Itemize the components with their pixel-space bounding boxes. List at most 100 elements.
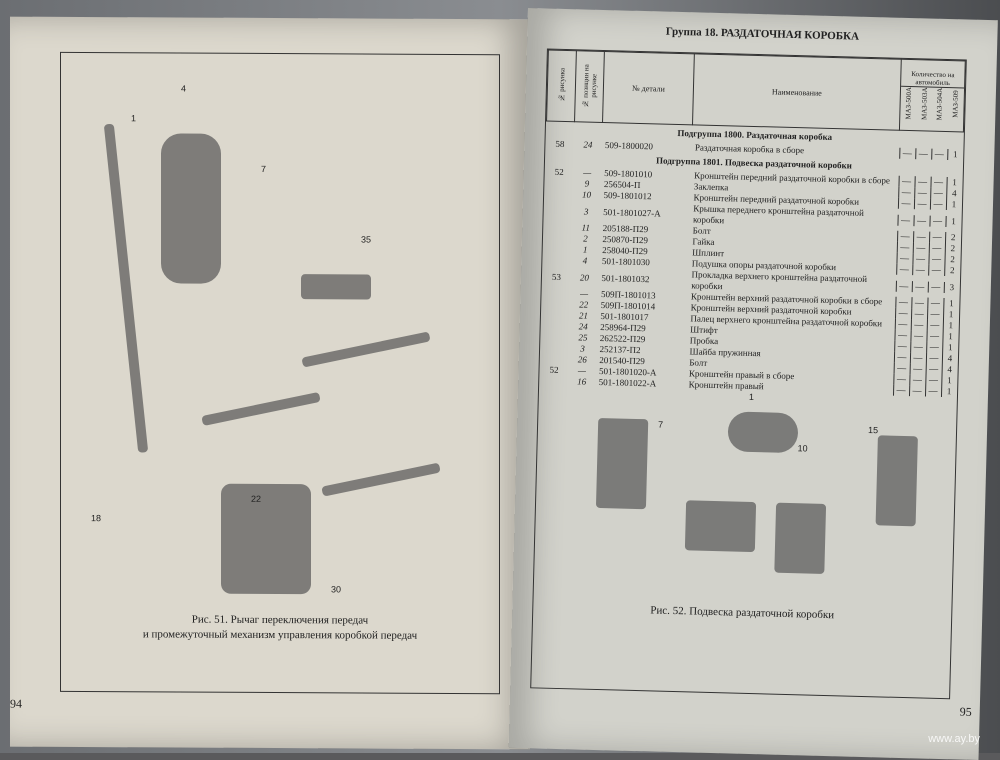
quantity: 4: [941, 363, 958, 376]
position-number: 9: [584, 178, 590, 189]
left-page: 1 4 7 35 22 18 30 Рис. 51. Рычаг переклю…: [10, 16, 530, 750]
quantity: —: [924, 374, 942, 386]
fig-number: [542, 298, 570, 310]
position-number: 3: [580, 343, 585, 354]
position-number: 2: [583, 233, 588, 244]
right-page: Группа 18. РАЗДАТОЧНАЯ КОРОБКА № рисунка…: [508, 8, 998, 760]
callout: 35: [361, 234, 372, 245]
quantity: —: [911, 253, 929, 265]
part-number: 509-1801012: [603, 190, 652, 202]
fig-number: 52: [549, 364, 559, 375]
quantity: —: [924, 385, 941, 397]
callout: 7: [658, 419, 664, 430]
page-number-left: 94: [10, 696, 22, 711]
callout: 1: [131, 113, 137, 124]
quantity: 1: [945, 177, 963, 189]
quantity: —: [925, 352, 942, 364]
bracket-drawing: [301, 274, 371, 300]
quantity: 1: [940, 374, 958, 387]
fig-number: [541, 320, 569, 332]
fig-number: [544, 199, 573, 222]
position-number: 24: [583, 139, 593, 150]
quantity: —: [894, 307, 911, 320]
shaft-drawing: [201, 391, 321, 427]
fig-number: [541, 331, 569, 343]
fig-number: [545, 178, 573, 190]
quantity: —: [912, 242, 929, 254]
quantity: —: [896, 214, 914, 226]
quantity: —: [909, 363, 926, 375]
fig-number: [540, 375, 568, 387]
fig-number: [541, 309, 569, 321]
quantity: —: [928, 231, 945, 243]
quantity: —: [910, 319, 927, 331]
quantity: —: [897, 197, 914, 210]
quantity: —: [928, 242, 945, 254]
quantity: 1: [941, 330, 959, 343]
quantity: 4: [945, 188, 962, 200]
quantity: 4: [941, 352, 958, 365]
quantity: —: [892, 373, 910, 386]
callout: 7: [261, 163, 267, 174]
position-number: 26: [577, 354, 587, 365]
quantity: —: [927, 264, 944, 276]
fig-number: 58: [555, 138, 565, 149]
quantity: 2: [944, 231, 961, 244]
fig-number: 52: [554, 166, 564, 177]
position-number: 25: [578, 332, 588, 343]
cover-drawing: [727, 411, 799, 454]
quantity: 1: [945, 198, 962, 211]
fig-number: [542, 287, 570, 299]
header-pos: № позиции на рисунке: [580, 63, 598, 108]
quantity: —: [908, 385, 925, 397]
quantity: —: [926, 297, 944, 309]
part-number: 501-1801030: [601, 256, 651, 268]
header-name: Наименование: [692, 53, 902, 131]
housing-drawing: [221, 483, 311, 595]
quantity: —: [913, 176, 931, 188]
part-number: 509-1800020: [604, 140, 654, 152]
callout: 18: [91, 513, 102, 524]
group-title: Группа 18. РАЗДАТОЧНАЯ КОРОБКА: [665, 25, 860, 43]
callout: 10: [797, 443, 808, 454]
fig-number: [544, 189, 572, 201]
quantity: —: [909, 330, 927, 342]
quantity: —: [896, 241, 913, 254]
fig-number: [544, 221, 572, 233]
rod-2-drawing: [321, 462, 441, 497]
watermark: www.ay.by: [928, 733, 980, 745]
header-fig: № рисунка: [557, 67, 566, 102]
header-part: № детали: [602, 51, 695, 125]
quantity: 1: [942, 319, 959, 332]
header-model: МАЗ-504А: [935, 87, 945, 121]
figure-51-caption-line2: и промежуточный механизм управления коро…: [142, 628, 418, 642]
quantity: —: [911, 264, 928, 276]
position-number: —: [583, 167, 592, 178]
position-number: —: [577, 365, 587, 376]
quantity: —: [929, 176, 947, 189]
quantity: —: [912, 214, 930, 227]
callout: 30: [331, 584, 342, 595]
quantity: —: [912, 231, 929, 243]
fig-number: [543, 232, 571, 244]
quantity: —: [894, 296, 912, 309]
quantity: —: [925, 330, 943, 342]
quantity: —: [897, 175, 915, 188]
quantity: —: [927, 281, 944, 293]
position-number: 16: [577, 376, 587, 387]
callout: 4: [181, 83, 187, 94]
quantity: —: [930, 148, 947, 161]
quantity: —: [925, 363, 942, 375]
quantity: —: [925, 341, 942, 353]
quantity: —: [910, 308, 927, 320]
quantity: —: [914, 148, 931, 160]
quantity: 1: [942, 297, 960, 310]
figure-51-caption-line1: Рис. 51. Рычаг переключения передач: [191, 613, 369, 627]
figure-52: 1 7 10 15 Рис. 52. Подвеска раздаточной …: [533, 386, 957, 637]
quantity: —: [895, 252, 913, 265]
quantity: 1: [946, 149, 963, 161]
quantity: —: [892, 384, 909, 397]
position-number: 10: [582, 189, 592, 200]
parts-table-frame: № рисунка № позиции на рисунке № детали …: [530, 48, 967, 700]
position-number: 21: [578, 310, 589, 321]
